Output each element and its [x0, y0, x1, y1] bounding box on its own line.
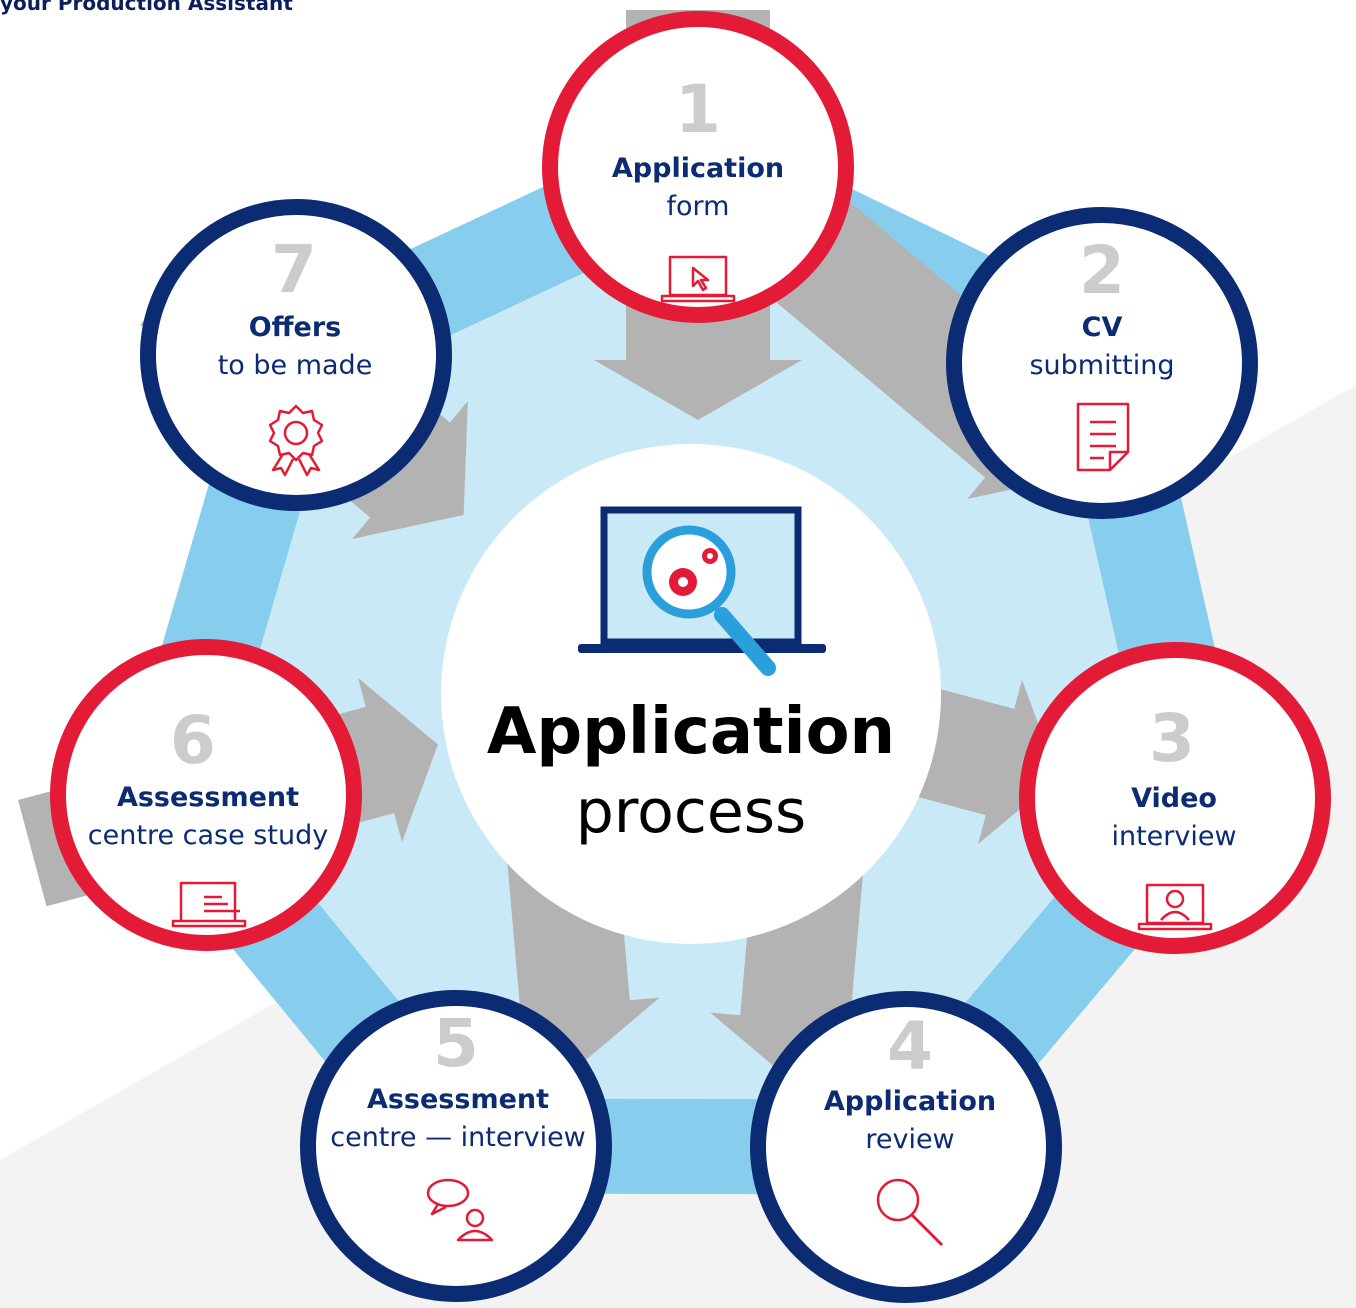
step-5-title: Assessment: [366, 1084, 550, 1115]
document-icon: [1076, 402, 1130, 472]
step-7-label: Offers to be made: [145, 309, 445, 385]
center-title: Application: [486, 695, 896, 769]
video-call-icon: [1137, 883, 1213, 931]
step-4-circle: [750, 991, 1062, 1303]
step-3-title: Video: [1131, 783, 1217, 814]
step-7-circle: [140, 199, 452, 511]
step-7-title: Offers: [248, 312, 342, 343]
step-2-text: submitting: [1029, 350, 1175, 381]
laptop-cursor-icon: [660, 255, 736, 303]
step-3-number: 3: [1149, 700, 1195, 777]
center-subtitle: process: [575, 777, 807, 847]
step-6-number: 6: [170, 702, 216, 779]
top-caption: your Production Assistant: [0, 0, 293, 15]
step-2-title: CV: [1081, 312, 1123, 343]
step-1-number: 1: [675, 71, 721, 148]
step-5-circle: [300, 990, 612, 1302]
step-6-text: centre case study: [87, 820, 329, 851]
speech-person-icon: [426, 1178, 494, 1242]
award-ribbon-icon: [268, 404, 324, 477]
step-5-number: 5: [433, 1005, 479, 1082]
step-4-title: Application: [823, 1086, 997, 1117]
step-4-text: review: [865, 1124, 955, 1155]
step-5-label: Assessment centre — interview: [308, 1081, 608, 1157]
step-6-circle: [50, 639, 362, 951]
step-2-circle: [946, 207, 1258, 519]
step-1-circle: [542, 11, 854, 323]
step-3-label: Video interview: [1024, 780, 1324, 856]
step-3-circle: [1019, 642, 1331, 954]
center-laptop-icon: [578, 506, 826, 676]
step-1-label: Application form: [548, 150, 848, 226]
step-5-text: centre — interview: [330, 1122, 586, 1153]
step-3-text: interview: [1111, 821, 1237, 852]
step-6-label: Assessment centre case study: [58, 779, 358, 855]
magnifier-icon: [876, 1178, 944, 1247]
step-1-text: form: [666, 191, 730, 222]
step-7-text: to be made: [217, 350, 373, 381]
step-2-label: CV submitting: [952, 309, 1252, 385]
center-circle: [441, 444, 941, 944]
step-6-title: Assessment: [116, 782, 300, 813]
step-4-label: Application review: [760, 1083, 1060, 1159]
laptop-document-icon: [171, 881, 247, 928]
step-4-number: 4: [887, 1008, 933, 1085]
step-7-number: 7: [271, 231, 317, 308]
step-1-title: Application: [611, 153, 785, 184]
step-2-number: 2: [1079, 232, 1125, 309]
